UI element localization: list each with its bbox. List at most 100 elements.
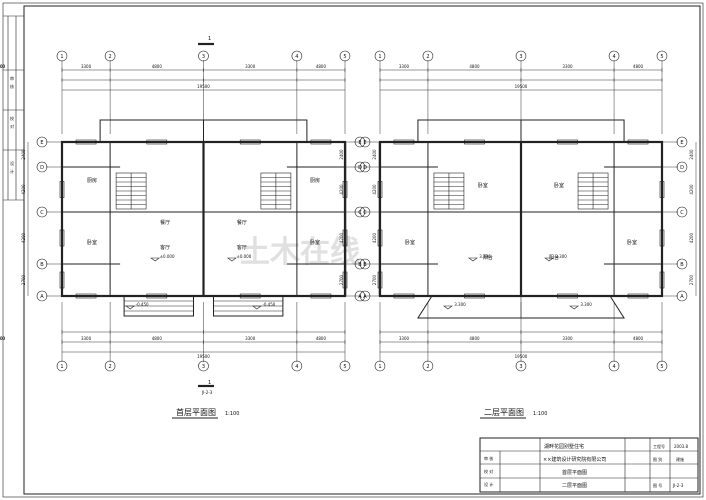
axis-bubble	[104, 50, 116, 62]
dimension-label: 4200	[21, 184, 26, 195]
axis-bubble	[656, 360, 668, 372]
axis-letter: A	[363, 294, 367, 300]
dimension-label: 4200	[372, 232, 377, 243]
level-mark	[150, 257, 161, 262]
dimension-label: 2700	[21, 274, 26, 285]
level-value: -0.450	[262, 302, 275, 307]
window	[377, 181, 383, 198]
window	[393, 139, 415, 145]
window	[146, 139, 168, 145]
window	[659, 271, 665, 289]
axis-bubble	[36, 206, 48, 218]
window	[310, 293, 332, 299]
level-value: 3.300	[479, 254, 491, 259]
axis-bubble	[354, 161, 366, 173]
room-label: 卧室	[554, 182, 564, 189]
level-value: ±0.000	[160, 254, 175, 259]
window	[342, 181, 348, 198]
room-label: 卧室	[627, 239, 637, 246]
axis-bubble	[104, 360, 116, 372]
room-label: 客厅	[237, 244, 247, 251]
window	[59, 229, 65, 247]
window	[342, 229, 348, 247]
project-name: 湖畔花园别墅住宅	[544, 443, 584, 450]
room-label: 卧室	[478, 182, 488, 189]
window	[464, 293, 485, 299]
strip-label: 核	[10, 83, 14, 89]
level-value: 3.300	[555, 254, 567, 259]
row-label: 审 核	[484, 455, 493, 461]
axis-letter: D	[40, 165, 44, 171]
window	[377, 229, 383, 247]
axis-bubble	[374, 50, 386, 62]
axis-letter: C	[40, 210, 44, 216]
company-name: ××建筑设计研究院有限公司	[543, 456, 606, 463]
room-label: 卧室	[405, 239, 415, 246]
row-label: 设 计	[484, 481, 493, 487]
dimension-label: 4800	[152, 64, 163, 69]
axis-bubble	[36, 258, 48, 270]
axis-number: 4	[612, 364, 615, 370]
axis-bubble	[515, 50, 527, 62]
axis-number: 5	[660, 364, 663, 370]
window	[342, 271, 348, 289]
room-label: 厨房	[87, 177, 97, 184]
dimension-label: 4200	[372, 184, 377, 195]
dimension-label: 4200	[339, 232, 344, 243]
room-label: 餐厅	[160, 219, 170, 226]
strip-label: 计	[10, 168, 14, 174]
block-value: 2003.8	[674, 444, 688, 449]
dimension-label: 4800	[316, 64, 327, 69]
dimension-label: 3300	[81, 336, 92, 341]
window	[239, 293, 261, 299]
axis-bubble	[515, 360, 527, 372]
plan-scale-first-floor: 1:100	[225, 411, 239, 417]
dimension-total: 19500	[515, 84, 528, 89]
dimension-label: 4200	[689, 184, 694, 195]
dimension-label: 4200	[339, 184, 344, 195]
window	[659, 229, 665, 247]
axis-number: 1	[60, 54, 63, 60]
room-label: 卧室	[87, 239, 97, 246]
dimension-label: 3300	[245, 64, 256, 69]
window	[627, 139, 649, 145]
window	[377, 271, 383, 289]
axis-letter: C	[363, 210, 367, 216]
window	[557, 139, 578, 145]
dimension-label: 4800	[152, 336, 163, 341]
axis-bubble	[676, 206, 688, 218]
axis-bubble	[339, 50, 351, 62]
room-label: 餐厅	[237, 219, 247, 226]
strip-label: 设	[10, 160, 14, 166]
dimension-total: 19500	[197, 84, 210, 89]
level-mark	[251, 305, 262, 310]
col-label: 图 号	[653, 482, 662, 488]
section-ref: JI-2-3	[201, 390, 213, 395]
axis-bubble	[354, 290, 366, 302]
dimension-label: 2400	[339, 149, 344, 160]
col-label: 工程号	[653, 443, 665, 449]
axis-bubble	[36, 136, 48, 148]
room-label: 厨房	[310, 177, 320, 184]
dimension-label: 4800	[469, 336, 480, 341]
axis-bubble	[354, 136, 366, 148]
axis-number: 1	[60, 364, 63, 370]
axis-number: 4	[295, 54, 298, 60]
dimension-label: 2700	[372, 274, 377, 285]
axis-number: 2	[426, 364, 429, 370]
axis-bubble	[56, 360, 68, 372]
dimension-total: 19500	[197, 354, 210, 359]
axis-letter: A	[358, 294, 362, 300]
axis-bubble	[291, 50, 303, 62]
axis-bubble	[198, 360, 209, 372]
axis-number: 1	[378, 54, 381, 60]
window	[75, 293, 97, 299]
plan-scale-second-floor: 1:100	[533, 411, 547, 417]
level-value: ±0.000	[236, 254, 251, 259]
dimension-label: 3300	[399, 64, 410, 69]
